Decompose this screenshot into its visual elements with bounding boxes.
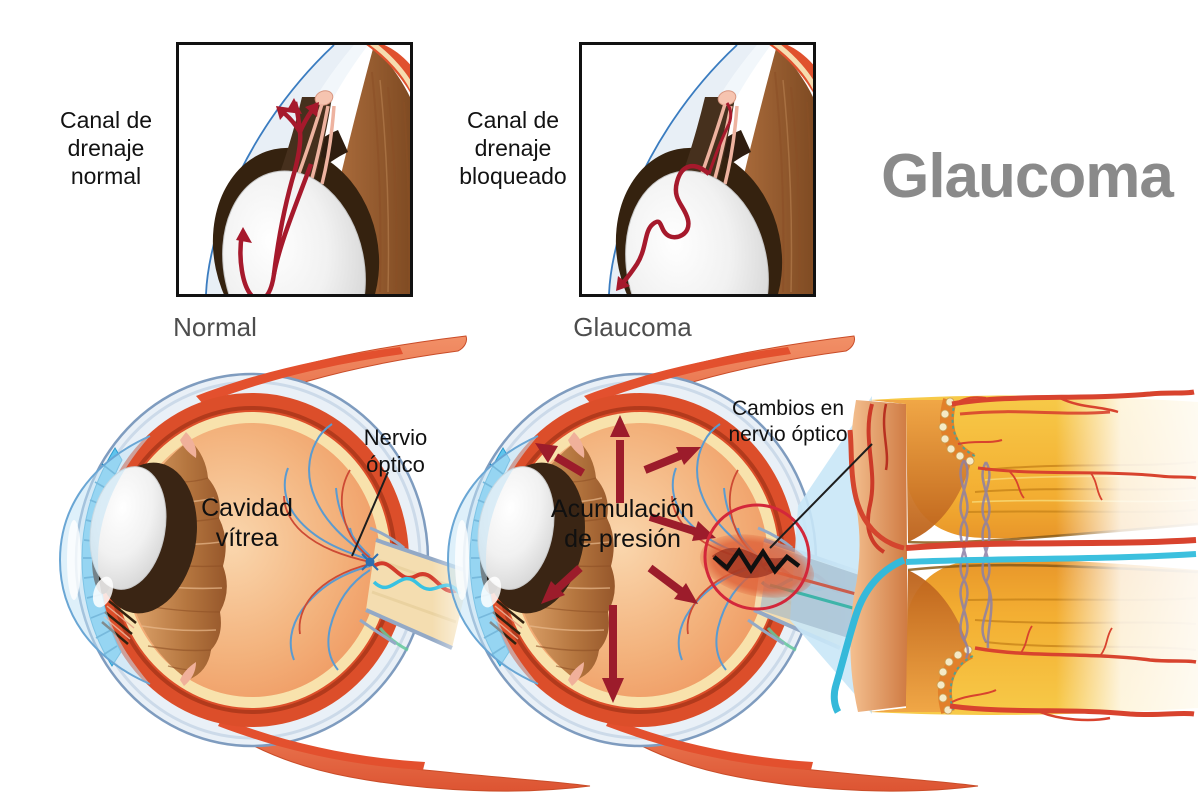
label-cavidad-vitrea: Cavidad vítrea (201, 494, 293, 552)
pressure-arrows (535, 415, 716, 703)
pointer-nervio-optico (351, 471, 389, 557)
label-nervio-optico: Nervio óptico (363, 425, 428, 477)
optic-nerve-damage (699, 503, 815, 611)
nerve-cut-face (850, 400, 908, 712)
optic-nerve-damage-circle (703, 503, 811, 611)
page-title: Glaucoma (881, 142, 1174, 211)
flow-arrowhead-blocked (616, 276, 630, 291)
central-artery (905, 537, 1197, 551)
flow-arrows-normal (238, 101, 319, 294)
label-acumulacion-presion: Acumulación de presión (550, 495, 695, 553)
inset-normal-border (176, 42, 413, 297)
lamina-cribrosa-bottom (936, 645, 974, 715)
label-cambios-nervio-optico: Cambios en nervio óptico (728, 397, 848, 446)
pointer-cambios-nervio (769, 443, 873, 549)
vessel-network (949, 389, 1197, 722)
label-canal-drenaje-bloqueado: Canal de drenaje bloqueado (459, 107, 567, 189)
caption-glaucoma: Glaucoma (573, 312, 692, 342)
inset-normal-drainage (176, 42, 413, 297)
flow-arrowheads-normal (236, 98, 319, 243)
lamina-cribrosa-top (938, 397, 976, 467)
damaged-nerve-zigzag (712, 546, 801, 575)
inset-blocked-border (579, 42, 816, 297)
central-vein (830, 556, 906, 714)
braided-vessels (959, 459, 993, 659)
optic-nerve-closeup (830, 389, 1200, 722)
label-canal-drenaje-normal: Canal de drenaje normal (59, 107, 153, 189)
central-vein-right (905, 551, 1197, 565)
inset-blocked-drainage (579, 42, 816, 297)
caption-normal: Normal (173, 312, 257, 342)
flow-arrows-blocked (617, 102, 733, 289)
